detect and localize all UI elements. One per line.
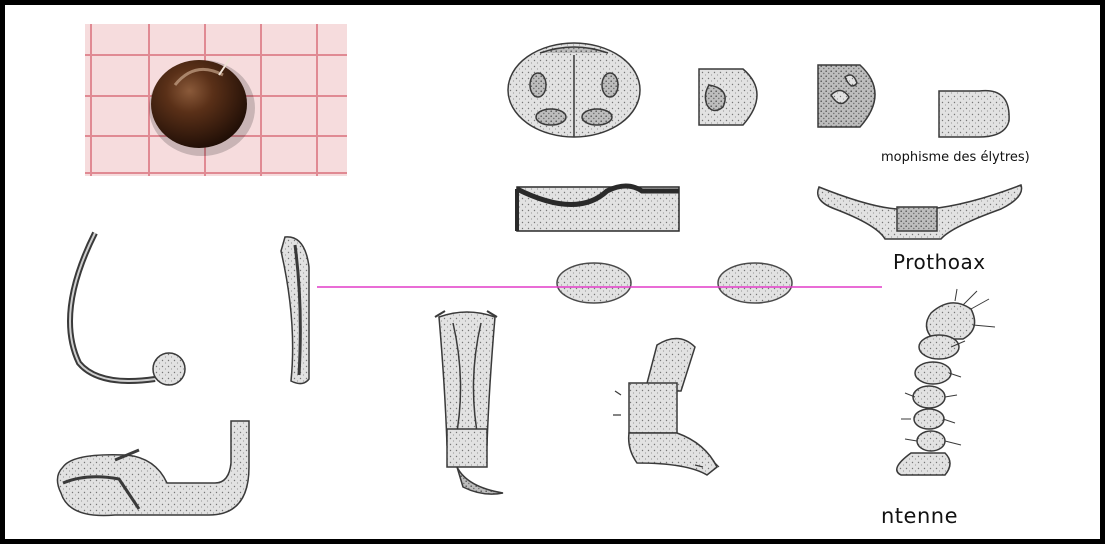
pronotum-top-drawing [818,185,1022,239]
egg-drawings [557,263,792,303]
elytron-variant-1 [699,69,757,125]
basal-piece-drawing [57,421,249,516]
tegmen-drawing [435,311,503,494]
genital-siphon-drawing [70,233,185,385]
ladybird-photo [85,24,347,176]
sclerite-drawing [281,237,309,384]
anatomy-drawings [5,5,1105,544]
elytron-variant-2 [818,65,875,127]
pronotum-side-drawing [517,186,679,231]
elytron-variant-3 [939,91,1009,137]
pronotum-label: Prothoax [893,250,986,274]
antenna-drawing [897,289,995,475]
leg-drawing [613,338,719,475]
antenna-label: ntenne [881,504,958,528]
elytra-drawing [508,43,640,137]
elytra-polymorphism-label: mophisme des élytres) [881,150,1030,165]
